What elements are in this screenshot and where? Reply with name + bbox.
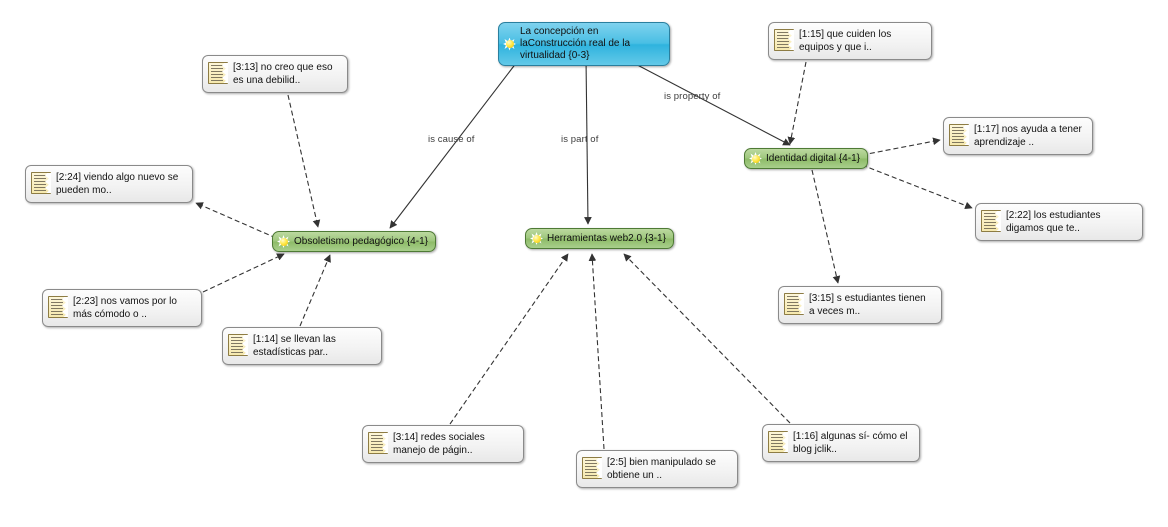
concept-burst-icon [749,152,762,165]
quotation-note-1-17[interactable]: [1:17] nos ayuda a tener aprendizaje .. [943,117,1093,155]
edge-label-is-property-of: is property of [664,91,721,102]
edge-n114-obsoletismo [299,254,331,327]
quotation-icon [208,62,228,84]
quotation-note-label: [1:16] algunas sí- cómo el blog jclik.. [793,431,908,455]
quotation-note-label: [2:5] bien manipulado se obtiene un .. [607,457,716,481]
quotation-icon [949,124,969,146]
edge-n116-herramientas [623,253,791,424]
concept-node-label: Obsoletismo pedagógico {4-1} [294,235,428,247]
quotation-icon [981,210,1001,232]
quotation-note-3-14[interactable]: [3:14] redes sociales manejo de págin.. [362,425,524,463]
quotation-note-1-14[interactable]: [1:14] se llevan las estadísticas par.. [222,327,382,365]
concept-node-identidad-digital[interactable]: Identidad digital {4-1} [744,148,868,169]
edge-n313-obsoletismo [287,94,321,228]
quotation-note-3-13[interactable]: [3:13] no creo que eso es una debilid.. [202,55,348,93]
quotation-note-label: [3:13] no creo que eso es una debilid.. [233,62,333,86]
quotation-icon [368,432,388,454]
quotation-note-label: [2:24] viendo algo nuevo se pueden mo.. [56,172,179,196]
quotation-note-2-22[interactable]: [2:22] los estudiantes digamos que te.. [975,203,1143,241]
quotation-note-label: [3:15] s estudiantes tienen a veces m.. [809,293,926,317]
quotation-note-2-23[interactable]: [2:23] nos vamos por lo más cómodo o .. [42,289,202,327]
quotation-note-label: [2:23] nos vamos por lo más cómodo o .. [73,296,177,320]
concept-burst-icon [277,235,290,248]
edge-obsoletismo-n224 [195,202,277,239]
concept-node-obsoletismo-pedagogico[interactable]: Obsoletismo pedagógico {4-1} [272,231,436,252]
quotation-icon [31,172,51,194]
edge-n25-herramientas [588,253,605,450]
quotation-note-label: [2:22] los estudiantes digamos que te.. [1006,210,1101,234]
quotation-note-label: [1:17] nos ayuda a tener aprendizaje .. [974,124,1082,148]
concept-node-label: Identidad digital {4-1} [766,152,860,164]
quotation-icon [774,29,794,51]
edge-n115-identidad [787,61,807,145]
concept-node-herramientas-web20[interactable]: Herramientas web2.0 {3-1} [525,228,674,249]
quotation-icon [784,293,804,315]
concept-node-root[interactable]: La concepción en laConstrucción real de … [498,22,670,66]
quotation-note-2-24[interactable]: [2:24] viendo algo nuevo se pueden mo.. [25,165,193,203]
quotation-note-label: [1:15] que cuiden los equipos y que i.. [799,29,892,53]
quotation-note-2-5[interactable]: [2:5] bien manipulado se obtiene un .. [576,450,738,488]
edge-n223-obsoletismo [202,253,285,293]
edge-identidad-n222 [861,164,973,210]
quotation-note-1-15[interactable]: [1:15] que cuiden los equipos y que i.. [768,22,932,60]
concept-node-label: La concepción en laConstrucción real de … [520,26,631,61]
quotation-icon [768,431,788,453]
quotation-note-label: [3:14] redes sociales manejo de págin.. [393,432,485,456]
concept-burst-icon [503,37,516,51]
edge-identidad-n117 [861,137,941,156]
quotation-icon [582,457,602,479]
quotation-note-1-16[interactable]: [1:16] algunas sí- cómo el blog jclik.. [762,424,920,462]
concept-node-label: Herramientas web2.0 {3-1} [547,232,666,244]
edge-n314-herramientas [449,253,569,425]
quotation-icon [48,296,68,318]
quotation-note-label: [1:14] se llevan las estadísticas par.. [253,334,336,358]
edge-identidad-n315 [811,169,841,284]
concept-burst-icon [530,232,543,245]
quotation-note-3-15[interactable]: [3:15] s estudiantes tienen a veces m.. [778,286,942,324]
edge-label-is-part-of: is part of [561,134,599,145]
edge-label-is-cause-of: is cause of [428,134,475,145]
quotation-icon [228,334,248,356]
